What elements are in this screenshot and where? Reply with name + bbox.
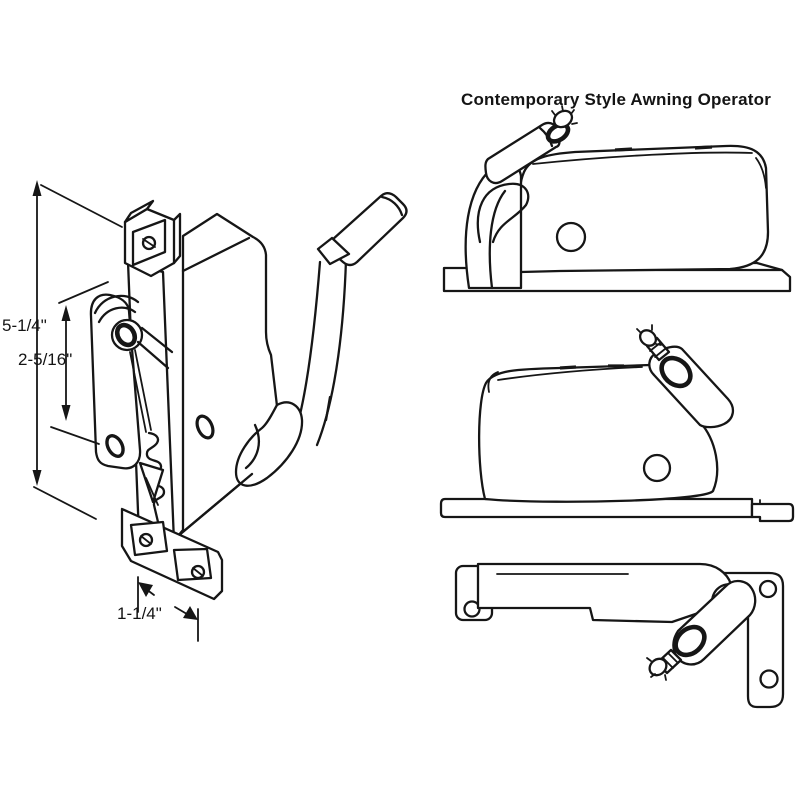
stub-knurled-cap	[648, 657, 668, 677]
stub-knurled-cap	[638, 329, 658, 347]
cover-hole	[642, 453, 672, 483]
operator-side-view-crank-stub-right	[439, 324, 795, 523]
crank-elbow	[234, 401, 304, 487]
crank-arm	[315, 258, 348, 447]
stub-flange	[659, 355, 693, 389]
bracket-hole-top	[758, 579, 778, 599]
latch-rod	[129, 349, 152, 433]
operator-side-view-crank-stub-left	[442, 105, 792, 293]
latch-pawl	[138, 461, 165, 504]
dimension-lines	[32, 180, 199, 642]
dimension-label-base-width: 1-1/4"	[117, 604, 162, 623]
dimension-label-overall-height: 5-1/4"	[2, 316, 47, 335]
awning-operator-isometric-drawing	[89, 192, 408, 601]
housing-hole	[195, 414, 215, 440]
operator-housing	[176, 212, 279, 538]
operator-arm	[476, 562, 733, 624]
plate-screw-hole	[105, 434, 125, 458]
dimension-label-upper-section: 2-5/16"	[18, 350, 73, 369]
bracket-hole-bottom	[759, 669, 779, 689]
cover-hole	[555, 221, 587, 253]
base-plate	[439, 497, 754, 519]
pivot-hole	[114, 322, 138, 348]
spring	[145, 431, 166, 524]
operator-flat-view-with-corner-bracket	[454, 562, 785, 709]
stub-flange	[673, 624, 707, 658]
figure-title: Contemporary Style Awning Operator	[460, 90, 772, 109]
operator-body	[516, 144, 770, 274]
